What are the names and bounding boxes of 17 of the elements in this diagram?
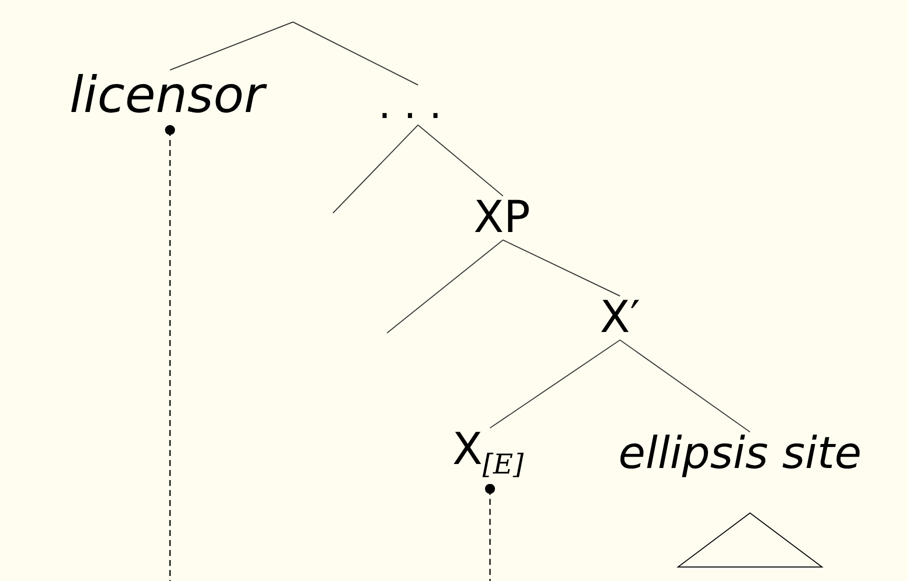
tree-branch: [386, 240, 504, 334]
dashed-line: [485, 484, 495, 581]
node-label: ellipsis site: [618, 432, 862, 476]
node-label: licensor: [70, 70, 264, 120]
node-label: X′: [600, 296, 640, 340]
node-label: XP: [474, 196, 530, 240]
tree-branch: [502, 240, 620, 296]
tree-branch: [170, 22, 294, 70]
tree-branch: [490, 340, 620, 428]
tree-branch: [418, 124, 504, 196]
tree-branch: [332, 124, 418, 214]
tree-branch: [620, 340, 750, 432]
node-label: X$_{[E]}$: [452, 428, 524, 479]
triangle-shape: [678, 513, 822, 567]
tree-branch: [292, 22, 418, 86]
node-label: . . .: [378, 85, 442, 125]
dashed-line: [165, 125, 175, 581]
